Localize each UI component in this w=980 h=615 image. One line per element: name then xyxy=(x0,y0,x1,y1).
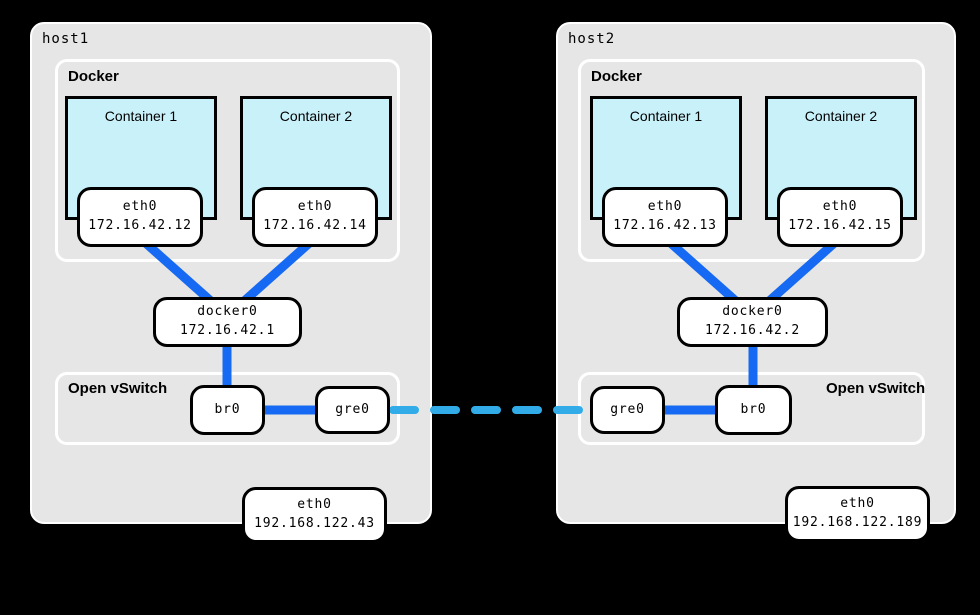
iface-ip: 192.168.122.43 xyxy=(254,516,375,531)
iface-name: docker0 xyxy=(197,304,258,320)
host2-docker0-node: docker0 172.16.42.2 xyxy=(677,297,828,347)
host1-link-c1-docker0 xyxy=(137,234,216,307)
iface-ip: 172.16.42.15 xyxy=(788,218,892,233)
host2-link-c2-docker0 xyxy=(764,234,843,307)
iface-name: gre0 xyxy=(335,401,370,417)
host2-ovs-label: Open vSwitch xyxy=(826,380,926,397)
host1-ovs-label: Open vSwitch xyxy=(68,380,168,397)
host1-docker-label: Docker xyxy=(68,68,119,85)
iface-name: br0 xyxy=(740,401,767,417)
host2-gre0-node: gre0 xyxy=(590,386,665,434)
host2-label: host2 xyxy=(568,31,616,47)
host2-link-c1-docker0 xyxy=(662,234,741,307)
iface-name: eth0 xyxy=(297,199,333,215)
iface-name: eth0 xyxy=(822,199,858,215)
iface-name: eth0 xyxy=(297,497,332,513)
host1-container2-eth0-node: eth0 172.16.42.14 xyxy=(252,187,378,247)
host2-container1-label: Container 1 xyxy=(629,108,703,124)
iface-ip: 172.16.42.1 xyxy=(180,323,275,338)
iface-ip: 172.16.42.14 xyxy=(263,218,367,233)
host1-label: host1 xyxy=(42,31,90,47)
host2-container1-eth0-node: eth0 172.16.42.13 xyxy=(602,187,728,247)
host1-eth0-node: eth0 192.168.122.43 xyxy=(242,487,387,543)
iface-name: gre0 xyxy=(610,401,645,417)
iface-name: eth0 xyxy=(122,199,158,215)
host2-docker-label: Docker xyxy=(591,68,642,85)
host1-docker-group xyxy=(55,59,400,262)
host2-container2-label: Container 2 xyxy=(804,108,878,124)
host1-container1-eth0-node: eth0 172.16.42.12 xyxy=(77,187,203,247)
host2-br0-node: br0 xyxy=(715,385,792,435)
host2-container2-eth0-node: eth0 172.16.42.15 xyxy=(777,187,903,247)
iface-name: eth0 xyxy=(840,496,875,512)
iface-name: eth0 xyxy=(647,199,683,215)
host1-docker0-node: docker0 172.16.42.1 xyxy=(153,297,302,347)
iface-name: br0 xyxy=(214,401,241,417)
host1-br0-node: br0 xyxy=(190,385,265,435)
host1-container2-label: Container 2 xyxy=(279,108,353,124)
host1-link-c2-docker0 xyxy=(239,234,318,307)
iface-name: docker0 xyxy=(722,304,783,320)
host2-docker-group xyxy=(578,59,925,262)
iface-ip: 172.16.42.12 xyxy=(88,218,192,233)
iface-ip: 192.168.122.189 xyxy=(792,515,923,530)
host1-gre0-node: gre0 xyxy=(315,386,390,434)
iface-ip: 172.16.42.2 xyxy=(705,323,800,338)
host2-eth0-node: eth0 192.168.122.189 xyxy=(785,486,930,542)
host1-container1-label: Container 1 xyxy=(104,108,178,124)
iface-ip: 172.16.42.13 xyxy=(613,218,717,233)
